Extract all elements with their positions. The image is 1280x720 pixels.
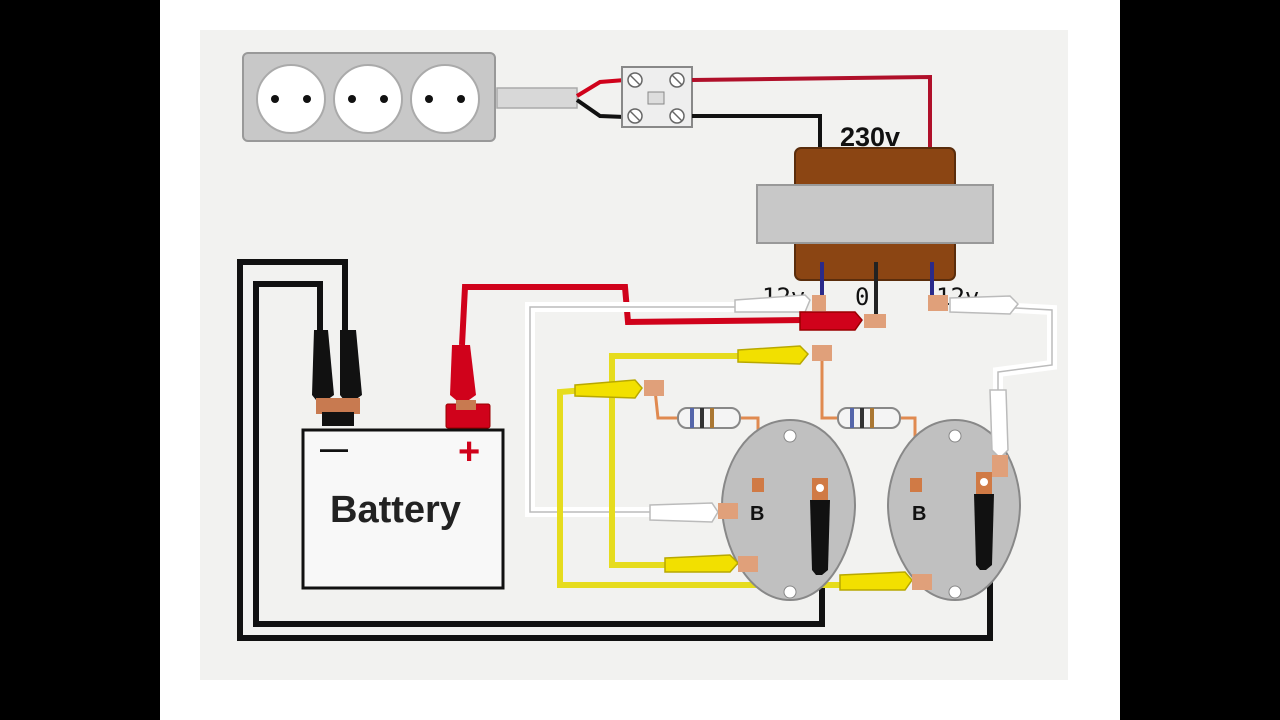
terminal-block bbox=[621, 66, 693, 128]
clip-yellow-left bbox=[574, 379, 664, 399]
power-strip bbox=[242, 52, 578, 142]
battery-negative-label: — bbox=[320, 433, 348, 464]
secondary-center-label: 0 bbox=[855, 283, 869, 311]
battery-positive-clip bbox=[445, 345, 491, 429]
red-wire bbox=[459, 284, 806, 346]
primary-voltage-label: 230v bbox=[840, 122, 900, 152]
white-wire-right bbox=[959, 304, 1053, 395]
resistor-right bbox=[837, 407, 901, 429]
socket-1 bbox=[256, 64, 326, 134]
collector-clip-left bbox=[810, 478, 830, 575]
battery-negative-clips bbox=[312, 330, 362, 426]
yellow-wire-2 bbox=[557, 387, 845, 588]
clip-yellow-emitter-left bbox=[664, 554, 758, 573]
socket-2 bbox=[333, 64, 403, 134]
clip-white-12v-right bbox=[928, 295, 1020, 315]
collector-clip-right bbox=[974, 472, 994, 570]
clip-yellow-emitter-right bbox=[839, 571, 932, 591]
clip-red-center bbox=[799, 311, 886, 331]
clip-white-12v-left bbox=[734, 294, 826, 313]
clip-yellow-top bbox=[737, 345, 832, 365]
black-wire-outer bbox=[237, 259, 993, 641]
clip-white-base-left bbox=[649, 502, 738, 523]
transistor-left-base-label: B bbox=[750, 503, 764, 525]
transformer-core bbox=[756, 184, 994, 244]
battery-positive-label: + bbox=[458, 431, 480, 473]
resistor-left bbox=[677, 407, 741, 429]
battery bbox=[301, 428, 505, 590]
battery-label: Battery bbox=[330, 489, 461, 531]
transistor-right-base-label: B bbox=[912, 503, 926, 525]
transformer bbox=[756, 147, 994, 318]
power-cord bbox=[496, 87, 578, 109]
black-wire-inner bbox=[253, 281, 825, 627]
yellow-wire-1 bbox=[609, 353, 750, 568]
clip-white-vertical-right bbox=[989, 389, 1009, 477]
socket-3 bbox=[410, 64, 480, 134]
